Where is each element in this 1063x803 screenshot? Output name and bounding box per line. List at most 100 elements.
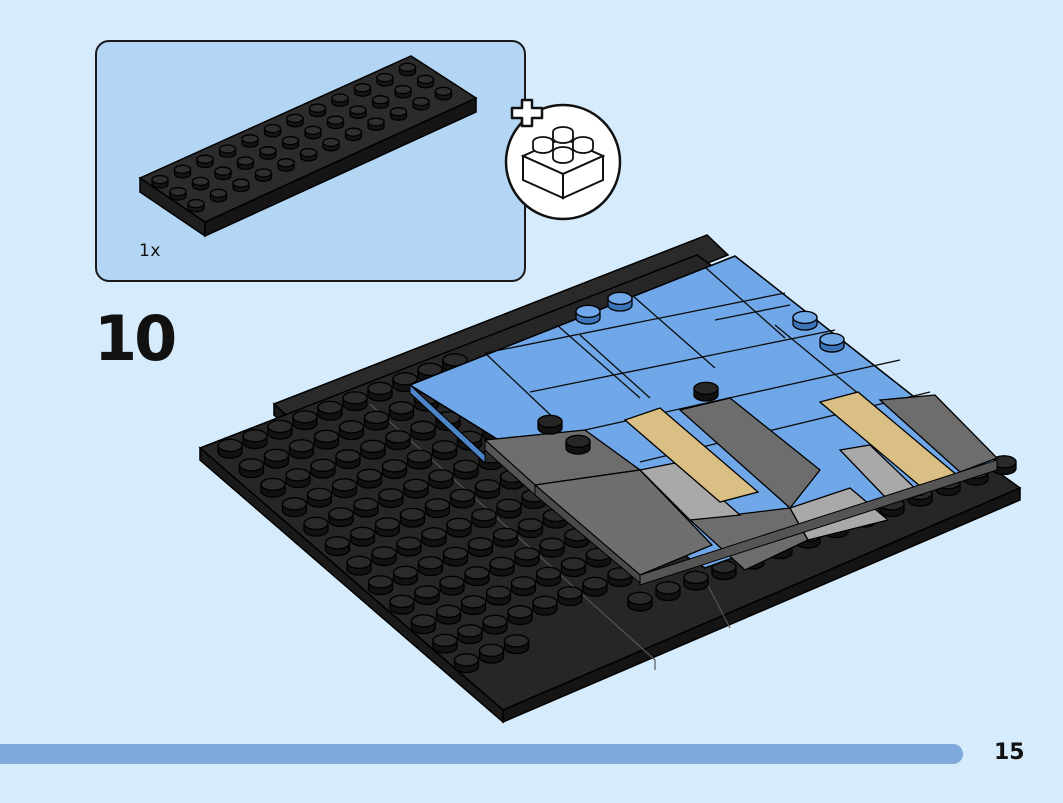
stud <box>349 526 376 547</box>
stud <box>560 557 587 578</box>
stud <box>403 478 429 499</box>
stud <box>308 103 327 118</box>
stud <box>392 565 419 586</box>
stud <box>434 86 453 101</box>
stud <box>378 488 404 509</box>
stud <box>510 576 537 597</box>
stud <box>693 381 719 402</box>
plate-studs <box>151 62 453 213</box>
stud <box>238 458 265 479</box>
stud <box>442 353 468 374</box>
stud <box>557 586 583 607</box>
stud <box>242 429 268 450</box>
black-plate-icon <box>138 55 478 238</box>
baseplate-studs <box>217 353 1017 674</box>
stud <box>286 113 304 128</box>
stud <box>209 188 228 203</box>
stud <box>306 487 333 508</box>
stud <box>169 186 187 201</box>
stud <box>582 576 608 597</box>
stud <box>303 516 329 537</box>
stud <box>496 498 522 519</box>
stud <box>394 84 412 99</box>
stud <box>367 117 385 132</box>
stud <box>151 174 169 189</box>
stud <box>399 507 426 528</box>
stud <box>412 96 430 111</box>
stud <box>360 439 386 460</box>
stud <box>259 146 277 160</box>
stud <box>232 178 250 193</box>
stud <box>575 304 601 325</box>
stud <box>367 381 393 402</box>
stud <box>492 527 519 548</box>
stud <box>627 591 653 612</box>
stud <box>281 135 300 150</box>
stud <box>424 498 451 519</box>
stud <box>482 614 508 635</box>
stud <box>344 127 363 142</box>
stud <box>503 634 530 655</box>
stud <box>683 570 709 591</box>
stud <box>432 633 458 654</box>
stud <box>385 430 411 451</box>
stud <box>453 653 480 674</box>
stud <box>460 595 487 616</box>
stud <box>217 438 243 459</box>
stud <box>819 332 845 353</box>
stud <box>277 158 295 172</box>
stud <box>655 581 681 602</box>
stud <box>431 440 458 461</box>
stud <box>353 497 379 518</box>
stud <box>537 414 563 435</box>
stud <box>410 614 437 635</box>
stud <box>389 107 408 121</box>
stud <box>371 95 390 109</box>
stud <box>464 566 490 587</box>
stud <box>406 449 433 470</box>
stud <box>376 72 394 87</box>
stud <box>457 624 483 645</box>
stud <box>335 449 361 470</box>
stud <box>374 517 401 538</box>
stud <box>353 83 372 97</box>
stud <box>388 401 415 422</box>
stud <box>342 391 368 412</box>
stud <box>453 459 479 480</box>
tile-assembly <box>408 255 999 586</box>
stud <box>267 419 293 440</box>
stud <box>792 310 818 331</box>
stud <box>410 420 436 441</box>
stud <box>263 448 290 469</box>
stud <box>439 575 465 596</box>
stud <box>398 62 417 77</box>
stud <box>322 137 340 152</box>
stud <box>346 555 372 576</box>
stud <box>478 643 505 664</box>
stud <box>414 585 440 606</box>
stud <box>421 527 447 548</box>
stud <box>310 458 336 479</box>
part-quantity-label: 1x <box>139 241 161 261</box>
stud <box>389 594 415 615</box>
stud <box>565 434 591 455</box>
stud <box>299 147 318 162</box>
stud <box>304 125 322 140</box>
stud <box>214 166 232 181</box>
stud <box>191 176 210 191</box>
stud <box>196 154 214 169</box>
stud <box>535 566 562 587</box>
stud <box>324 536 351 557</box>
stud <box>507 605 533 626</box>
stud <box>263 123 282 138</box>
stud <box>417 556 444 577</box>
stud <box>218 144 237 159</box>
stud <box>711 560 737 581</box>
stud <box>416 74 435 89</box>
stud <box>532 595 558 616</box>
stud <box>514 547 540 568</box>
stud <box>435 604 462 625</box>
stud <box>285 468 311 489</box>
stud <box>474 479 501 500</box>
